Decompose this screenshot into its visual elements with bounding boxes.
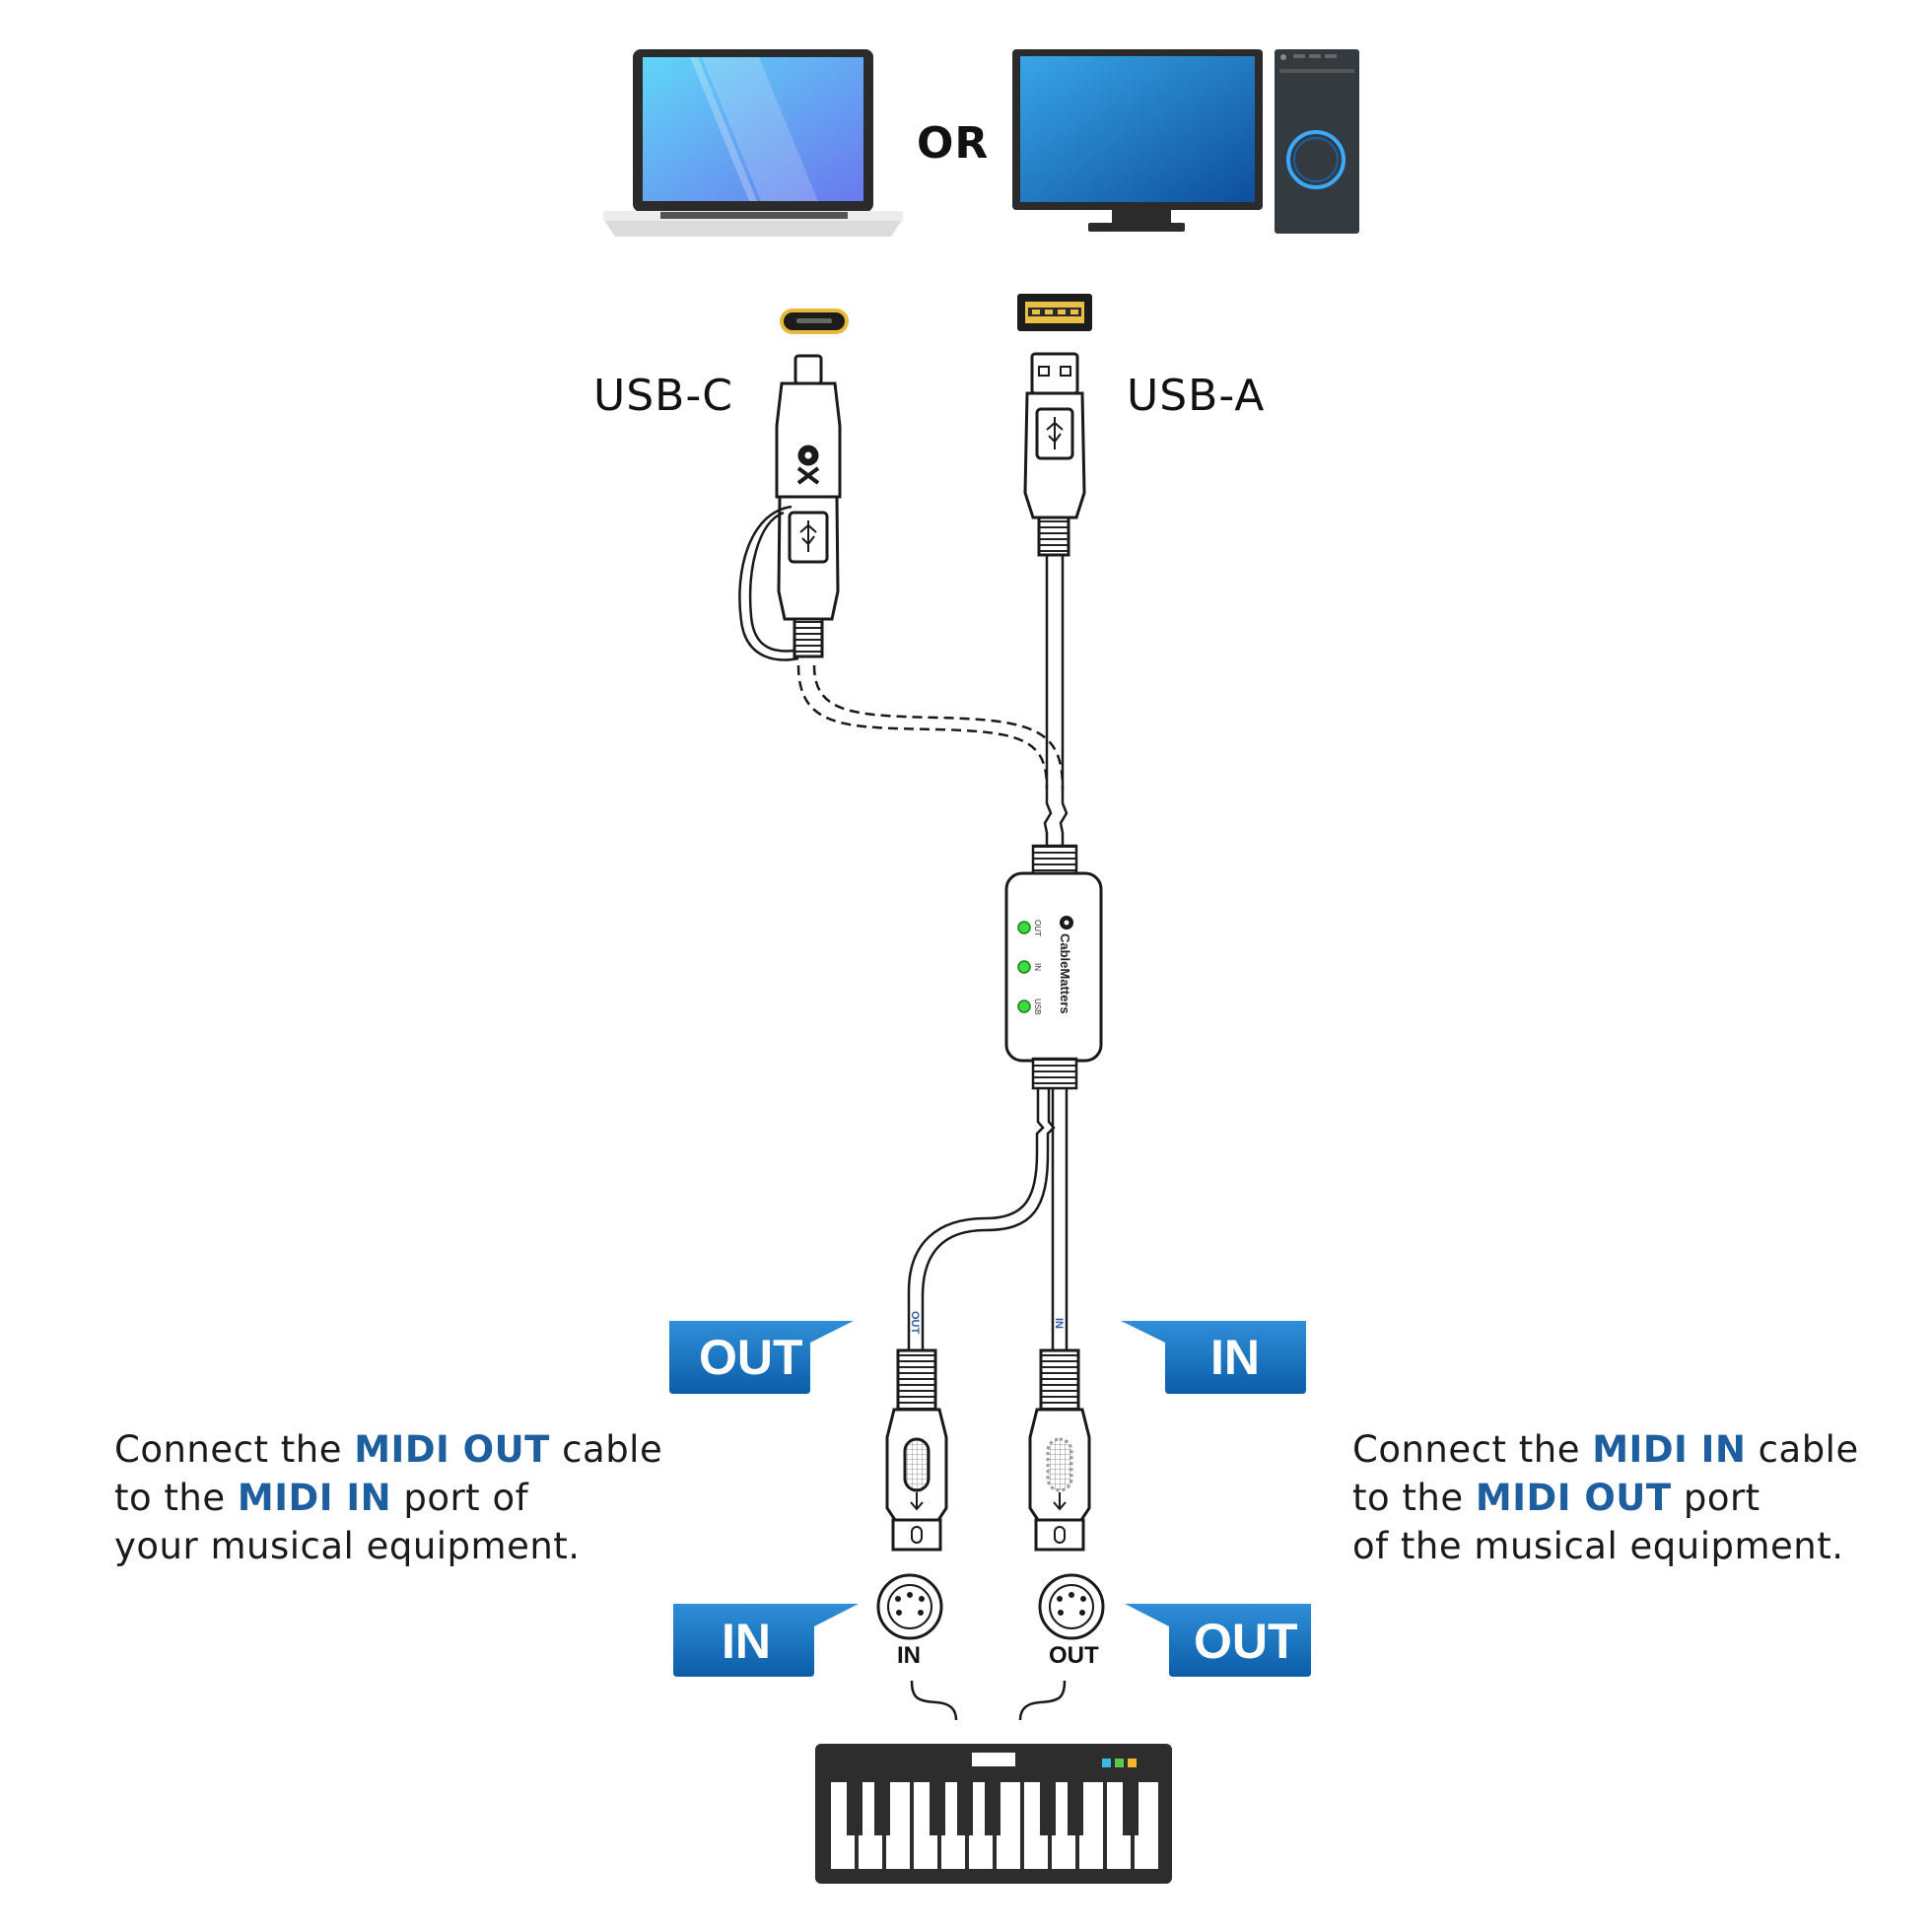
led-label-usb: USB	[1033, 999, 1042, 1014]
out-cable-tag: OUT	[909, 1311, 921, 1335]
tag-bottom-left: IN	[673, 1604, 859, 1677]
led-out	[1017, 921, 1031, 934]
adapter-brand: CableMatters	[1058, 933, 1072, 1014]
port-leader-lines	[910, 1680, 1067, 1721]
instruction-right-line-2: to the MIDI OUT port	[1352, 1477, 1760, 1519]
device-port-out-label: OUT	[1049, 1642, 1099, 1669]
highlight-midi-out: MIDI OUT	[1475, 1477, 1672, 1519]
usb-cable	[1043, 555, 1069, 850]
instruction-left-line-1: Connect the MIDI OUT cable	[114, 1428, 663, 1471]
tag-bottom-right-label: OUT	[1194, 1614, 1298, 1669]
usb-c-label: USB-C	[593, 371, 733, 421]
midi-cables	[907, 1088, 1069, 1350]
device-midi-in-port-icon	[876, 1573, 943, 1640]
midi-keyboard-icon	[815, 1744, 1172, 1884]
usb-c-adapter-plug	[738, 354, 842, 661]
usb-c-dashed-cable	[796, 664, 1065, 790]
usb-c-port-icon	[780, 309, 849, 334]
highlight-midi-in: MIDI IN	[1592, 1428, 1747, 1471]
led-usb	[1017, 1000, 1031, 1013]
usb-a-plug	[1023, 352, 1086, 557]
instruction-right-line-3: of the musical equipment.	[1352, 1525, 1844, 1567]
instruction-left-line-2: to the MIDI IN port of	[114, 1477, 529, 1519]
tag-top-left: OUT	[669, 1321, 854, 1394]
led-label-out: OUT	[1033, 920, 1042, 936]
usb-a-port-icon	[1017, 294, 1092, 331]
device-midi-out-port-icon	[1038, 1573, 1105, 1640]
tag-top-right: IN	[1121, 1321, 1306, 1394]
midi-in-plug	[1028, 1348, 1091, 1552]
usb-a-label: USB-A	[1127, 371, 1265, 421]
midi-out-plug	[885, 1348, 948, 1552]
instruction-right-line-1: Connect the MIDI IN cable	[1352, 1428, 1859, 1471]
tag-top-left-label: OUT	[699, 1330, 803, 1385]
instruction-left-line-3: your musical equipment.	[114, 1525, 581, 1567]
desktop-computer-icon	[1012, 49, 1359, 234]
or-label: OR	[917, 118, 989, 169]
tag-bottom-right: OUT	[1125, 1604, 1311, 1677]
tag-top-right-label: IN	[1210, 1330, 1260, 1385]
tag-bottom-left-label: IN	[722, 1614, 771, 1669]
midi-adapter-box: OUT IN USB CableMatters	[1004, 844, 1103, 1090]
highlight-midi-out: MIDI OUT	[354, 1428, 550, 1471]
device-port-in-label: IN	[897, 1642, 921, 1669]
instruction-left: Connect the MIDI OUT cable to the MIDI I…	[114, 1425, 662, 1570]
led-label-in: IN	[1033, 963, 1042, 971]
led-in	[1017, 960, 1031, 974]
laptop-icon	[603, 49, 903, 237]
highlight-midi-in: MIDI IN	[237, 1477, 392, 1519]
instruction-right: Connect the MIDI IN cable to the MIDI OU…	[1352, 1425, 1859, 1570]
in-cable-tag: IN	[1053, 1318, 1065, 1329]
